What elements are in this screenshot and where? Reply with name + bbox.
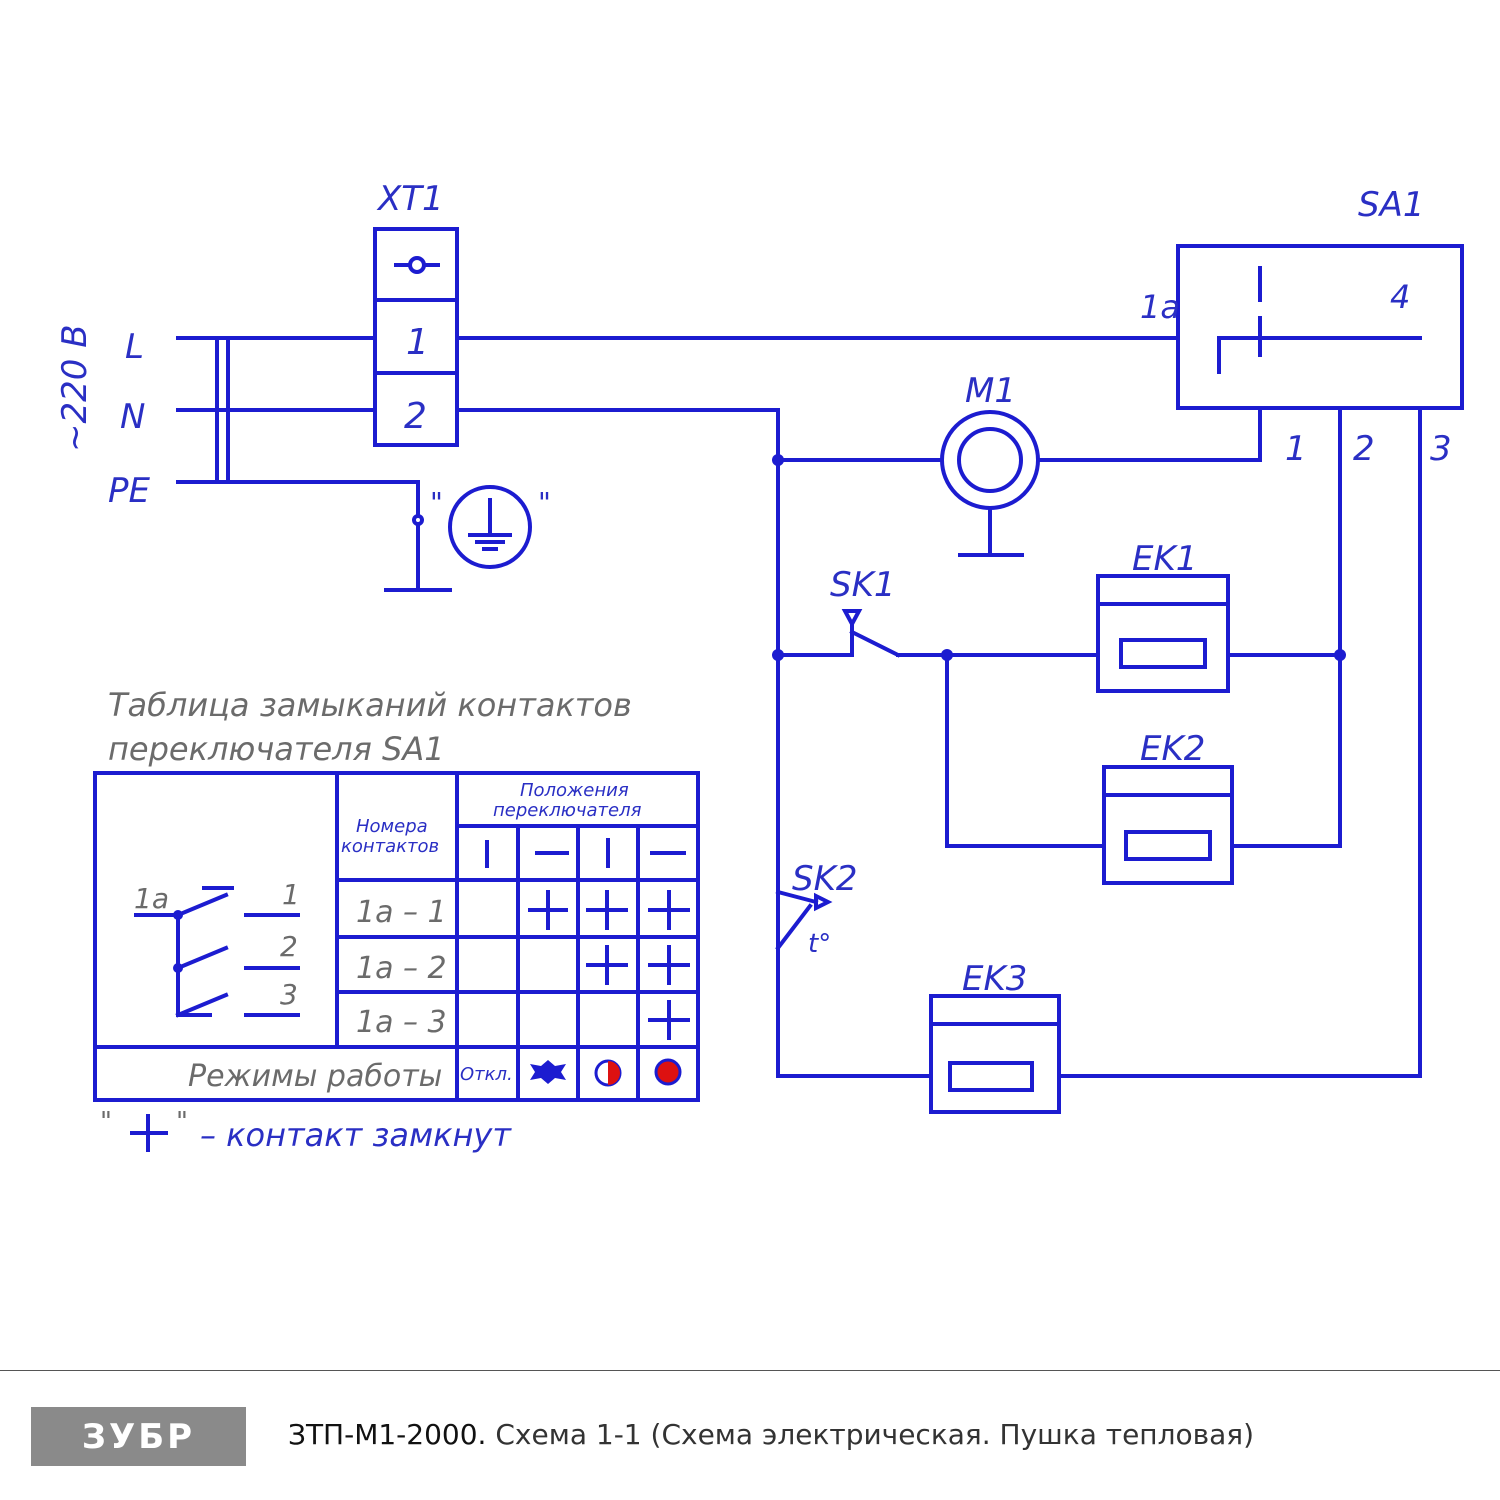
label-ek2: EK2	[1140, 729, 1205, 769]
ek2-heater	[1102, 765, 1234, 885]
label-sa-4: 4	[1390, 278, 1410, 316]
ek1-heater	[1096, 574, 1230, 693]
row-label-2: 1а – 2	[356, 951, 447, 986]
col-positions-line2: переключателя	[493, 800, 642, 821]
label-n: N	[120, 397, 145, 437]
footer-divider	[0, 1370, 1500, 1371]
label-sa-out3: 3	[1430, 429, 1452, 469]
label-sa-out1: 1	[1285, 429, 1307, 469]
legend-quote-open: "	[100, 1107, 112, 1137]
ground-node	[412, 514, 424, 526]
label-xt-term2: 2	[404, 396, 427, 437]
ek3-heater	[929, 994, 1061, 1114]
table-title-line1: Таблица замыканий контактов	[108, 686, 632, 724]
junction-ek-right	[1334, 649, 1346, 661]
schema-description: Схема 1-1 (Схема электрическая. Пушка те…	[495, 1418, 1255, 1451]
junction-n-sk1	[772, 649, 784, 661]
label-m1: M1	[965, 371, 1016, 411]
sk2-contact	[775, 889, 819, 951]
ground-quote-close: "	[538, 486, 551, 519]
label-l: L	[125, 327, 144, 367]
mini-label-3: 3	[280, 978, 298, 1011]
junction-ek-left	[941, 649, 953, 661]
label-sk2: SK2	[792, 859, 858, 899]
m1-outer	[940, 410, 1040, 510]
label-voltage: ~220 В	[55, 324, 95, 452]
label-xt1: XT1	[376, 179, 444, 219]
model-name: ЗТП-М1-2000.	[288, 1418, 487, 1451]
ground-symbol-circle	[448, 485, 532, 569]
label-xt-term1: 1	[406, 322, 429, 363]
label-pe: PE	[108, 471, 151, 511]
label-sk1: SK1	[830, 565, 896, 605]
label-ek3: EK3	[962, 959, 1027, 999]
label-ek1: EK1	[1132, 539, 1197, 579]
electrical-schematic: XT1 SA1 M1 SK1 SK2 EK1 EK2 EK3 ~220 В L …	[55, 179, 1464, 1154]
label-sa-1a: 1а	[1140, 288, 1180, 326]
table-title-line2: переключателя SA1	[108, 730, 445, 768]
closed-contact-marks	[130, 890, 690, 1152]
col-contacts-line2: контактов	[341, 836, 439, 857]
row-label-1: 1а – 1	[356, 895, 447, 930]
sa1-block	[1176, 244, 1464, 410]
col-positions-line1: Положения	[520, 780, 629, 801]
modes-label: Режимы работы	[188, 1059, 442, 1094]
mode-off-label: Откл.	[460, 1064, 513, 1085]
legend-quote-close: "	[176, 1107, 188, 1137]
label-sa-out2: 2	[1353, 429, 1375, 469]
col-contacts-line1: Номера	[356, 816, 428, 837]
mini-label-1a: 1а	[134, 882, 169, 915]
junction-n-m1	[772, 454, 784, 466]
label-sk2-temp: t°	[808, 929, 831, 959]
m1-inner	[957, 427, 1023, 493]
legend-text: – контакт замкнут	[200, 1116, 512, 1154]
mode-full-heat-icon	[654, 1058, 682, 1086]
row-label-3: 1а – 3	[356, 1005, 447, 1040]
ground-quote-open: "	[430, 486, 443, 519]
sk1-contact	[849, 629, 901, 658]
logo-text: ЗУБР	[81, 1416, 196, 1457]
mini-label-2: 2	[280, 930, 298, 963]
mode-fan-icon	[530, 1060, 566, 1084]
brand-logo: ЗУБР	[31, 1407, 246, 1466]
mini-label-1: 1	[282, 878, 300, 911]
footer-caption: ЗТП-М1-2000. Схема 1-1 (Схема электричес…	[288, 1418, 1254, 1451]
sk1-thermal-mark	[841, 609, 863, 629]
label-sa1: SA1	[1358, 185, 1424, 225]
